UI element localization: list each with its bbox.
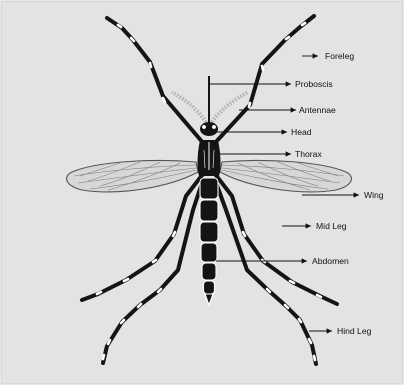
hind-leg-label: Hind Leg [337, 326, 372, 336]
antennae-label: Antennae [299, 105, 336, 115]
abdomen-label: Abdomen [312, 256, 349, 266]
proboscis-label: Proboscis [295, 79, 333, 89]
wing-label: Wing [364, 190, 384, 200]
thorax-label: Thorax [295, 149, 322, 159]
head-label: Head [291, 127, 312, 137]
foreleg-label: Foreleg [325, 51, 354, 61]
mid-leg-label: Mid Leg [316, 221, 347, 231]
